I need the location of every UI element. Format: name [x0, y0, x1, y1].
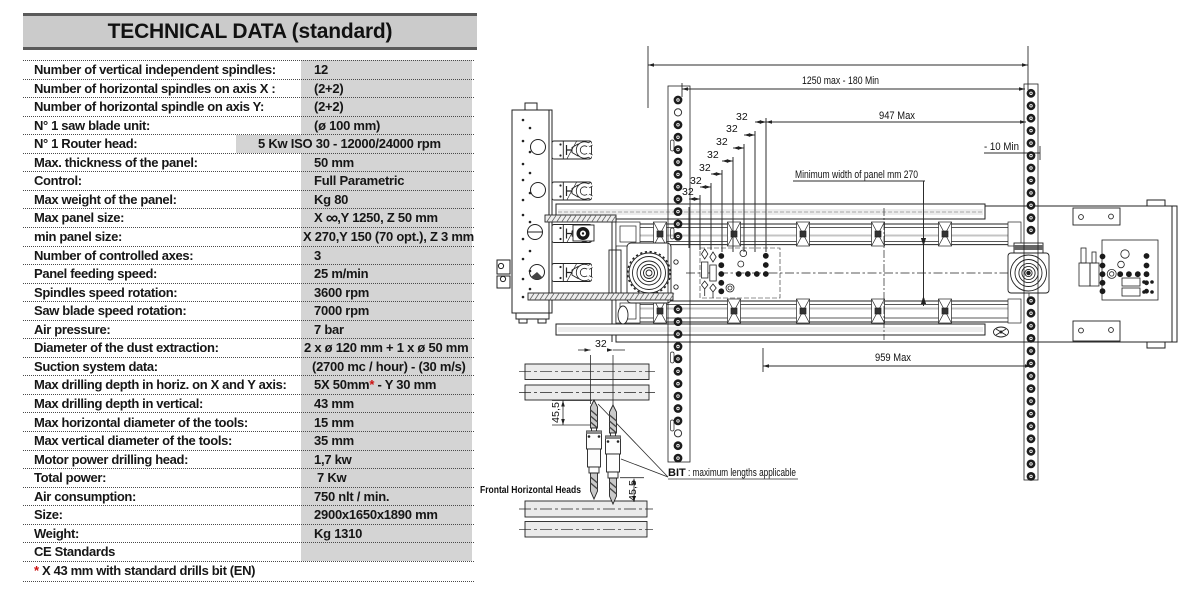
svg-text:32: 32: [716, 136, 728, 148]
svg-text:Frontal Horizontal Heads: Frontal Horizontal Heads: [480, 484, 581, 496]
svg-text:32: 32: [699, 162, 711, 174]
svg-text:Minimum width of panel mm 270: Minimum width of panel mm 270: [795, 169, 918, 181]
svg-text:: maximum lengths applicable: : maximum lengths applicable: [688, 467, 796, 479]
svg-text:32: 32: [690, 175, 702, 187]
svg-text:- 10 Min: - 10 Min: [984, 141, 1019, 153]
svg-text:32: 32: [682, 186, 694, 198]
svg-text:32: 32: [595, 338, 607, 350]
svg-text:BIT: BIT: [668, 467, 686, 479]
svg-text:45,5: 45,5: [628, 480, 639, 501]
svg-text:32: 32: [726, 123, 738, 135]
svg-text:45,5: 45,5: [551, 402, 562, 423]
svg-text:947 Max: 947 Max: [879, 110, 915, 122]
svg-text:959 Max: 959 Max: [875, 352, 911, 364]
svg-text:32: 32: [736, 111, 748, 123]
svg-text:32: 32: [707, 149, 719, 161]
svg-text:1250 max - 180 Min: 1250 max - 180 Min: [802, 75, 879, 87]
